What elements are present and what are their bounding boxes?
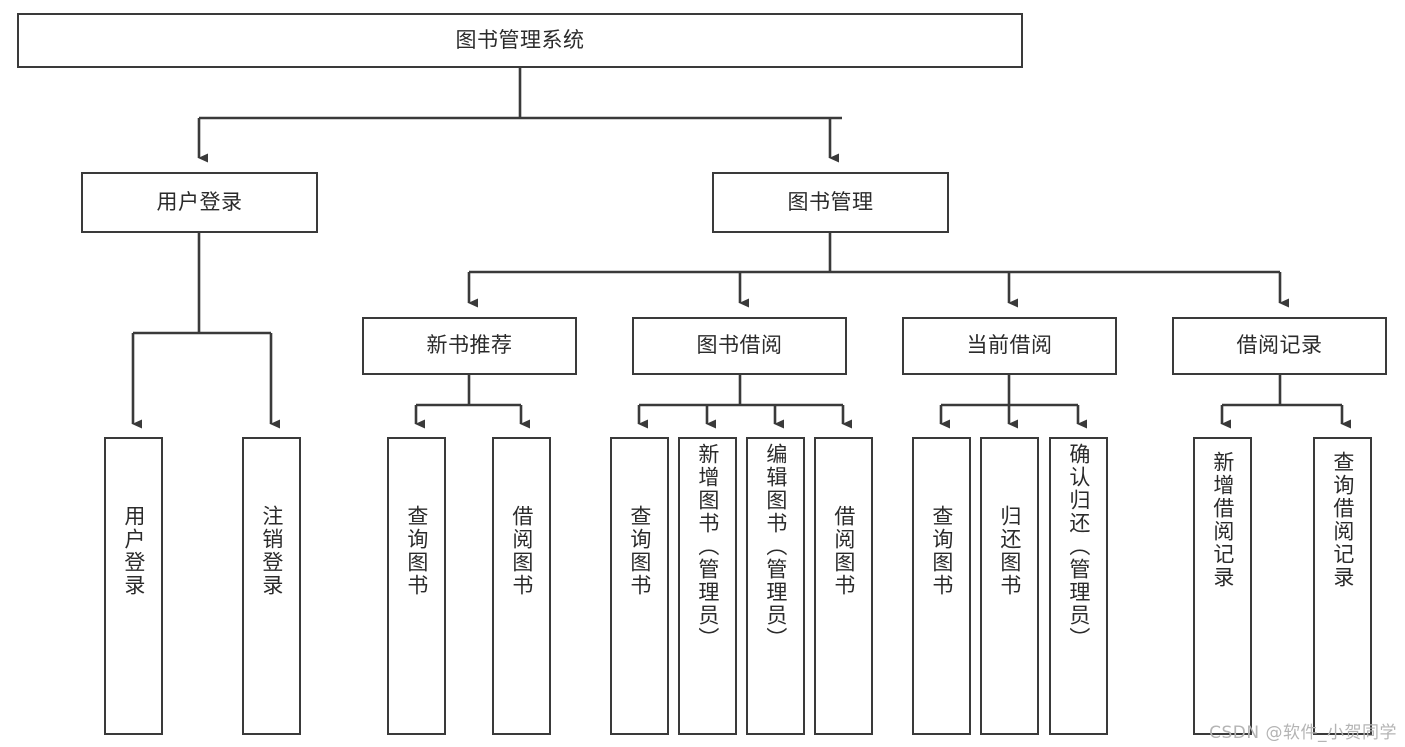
node-new-book-recommend[interactable]: 新书推荐	[362, 317, 577, 375]
node-leaf-return-book[interactable]: 归还图书	[980, 437, 1039, 735]
node-leaf-edit-book[interactable]: 编辑图书（管理员）	[746, 437, 805, 735]
node-leaf-query-record-label: 查询借阅记录	[1330, 451, 1355, 589]
node-leaf-add-record[interactable]: 新增借阅记录	[1193, 437, 1252, 735]
node-leaf-confirm-return[interactable]: 确认归还（管理员）	[1049, 437, 1108, 735]
node-user-login-label: 用户登录	[156, 189, 243, 214]
node-leaf-query-record[interactable]: 查询借阅记录	[1313, 437, 1372, 735]
node-leaf-confirm-return-label: 确认归还（管理员）	[1066, 443, 1091, 650]
node-leaf-user-login[interactable]: 用户登录	[104, 437, 163, 735]
node-leaf-return-book-label: 归还图书	[997, 505, 1022, 597]
node-book-manage[interactable]: 图书管理	[712, 172, 949, 233]
node-leaf-add-book[interactable]: 新增图书（管理员）	[678, 437, 737, 735]
node-new-book-recommend-label: 新书推荐	[426, 333, 513, 358]
node-root-label: 图书管理系统	[455, 27, 585, 52]
node-leaf-borrow-book-2[interactable]: 借阅图书	[814, 437, 873, 735]
node-leaf-query-book-3-label: 查询图书	[929, 505, 954, 597]
node-leaf-user-login-label: 用户登录	[121, 505, 146, 597]
node-leaf-edit-book-label: 编辑图书（管理员）	[763, 443, 788, 650]
node-borrow-record[interactable]: 借阅记录	[1172, 317, 1387, 375]
node-book-borrow-label: 图书借阅	[696, 333, 783, 358]
node-leaf-borrow-book-1-label: 借阅图书	[509, 505, 534, 597]
node-leaf-query-book-2[interactable]: 查询图书	[610, 437, 669, 735]
node-leaf-logout[interactable]: 注销登录	[242, 437, 301, 735]
node-borrow-record-label: 借阅记录	[1236, 333, 1323, 358]
node-leaf-query-book-1-label: 查询图书	[404, 505, 429, 597]
node-current-borrow[interactable]: 当前借阅	[902, 317, 1117, 375]
node-user-login[interactable]: 用户登录	[81, 172, 318, 233]
node-leaf-add-record-label: 新增借阅记录	[1210, 451, 1235, 589]
node-leaf-query-book-2-label: 查询图书	[627, 505, 652, 597]
node-leaf-logout-label: 注销登录	[259, 505, 284, 597]
node-leaf-query-book-1[interactable]: 查询图书	[387, 437, 446, 735]
node-book-manage-label: 图书管理	[787, 189, 874, 214]
node-root[interactable]: 图书管理系统	[17, 13, 1023, 68]
node-leaf-borrow-book-1[interactable]: 借阅图书	[492, 437, 551, 735]
node-book-borrow[interactable]: 图书借阅	[632, 317, 847, 375]
node-leaf-borrow-book-2-label: 借阅图书	[831, 505, 856, 597]
node-current-borrow-label: 当前借阅	[966, 333, 1053, 358]
node-leaf-add-book-label: 新增图书（管理员）	[695, 443, 720, 650]
csdn-watermark: CSDN @软件_小贺同学	[1209, 723, 1397, 743]
node-leaf-query-book-3[interactable]: 查询图书	[912, 437, 971, 735]
